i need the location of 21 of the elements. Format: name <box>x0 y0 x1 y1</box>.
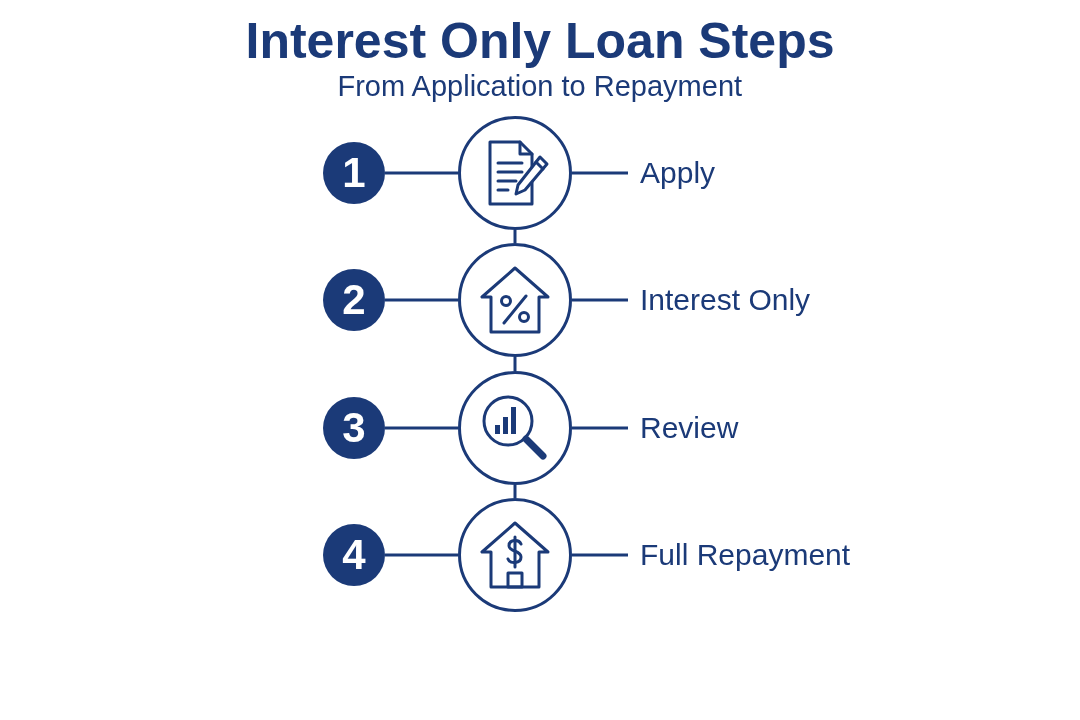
step-label: Interest Only <box>640 282 811 318</box>
step-number: 1 <box>323 142 385 204</box>
connector-line <box>513 485 517 498</box>
step-label: Full Repayment <box>640 537 851 573</box>
connector-line <box>385 553 458 557</box>
step-number: 4 <box>323 524 385 586</box>
step-number: 3 <box>323 397 385 459</box>
connector-line <box>572 298 628 302</box>
connector-line <box>572 426 628 430</box>
connector-line <box>572 171 628 175</box>
connector-line <box>385 171 458 175</box>
connector-line <box>513 230 517 243</box>
step-number: 2 <box>323 269 385 331</box>
step-label: Review <box>640 410 739 446</box>
connector-line <box>385 298 458 302</box>
connector-line <box>572 553 628 557</box>
connector-line <box>385 426 458 430</box>
subtitle: From Application to Repayment <box>337 69 743 104</box>
connector-line <box>513 357 517 371</box>
title: Interest Only Loan Steps <box>245 12 835 70</box>
step-label: Apply <box>640 155 716 191</box>
